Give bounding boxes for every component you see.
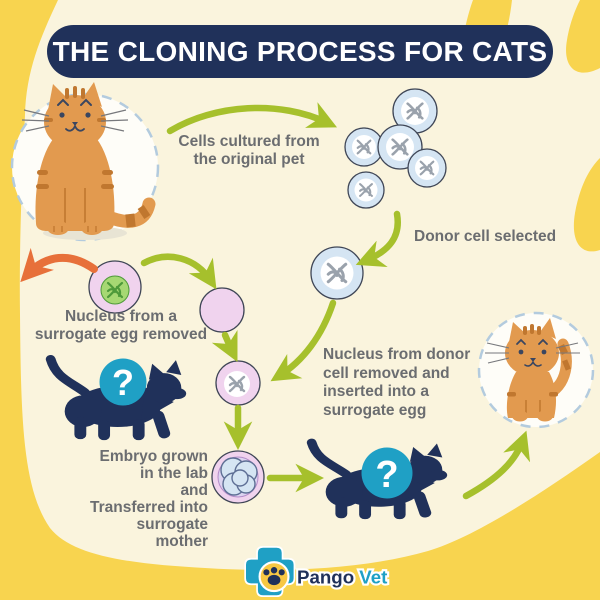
logo-text-vet: Vet <box>359 566 387 587</box>
egg-with-donor-nucleus-icon <box>215 360 261 406</box>
logo-wordmark: Pango Vet <box>297 566 387 587</box>
question-badge <box>99 358 147 406</box>
whiskers <box>21 109 129 132</box>
question-badge <box>361 447 413 499</box>
arrow-cat-to-cells <box>166 102 338 135</box>
arrow-surrogate-to-kitten <box>462 430 531 500</box>
brand-logo: Pango Vet <box>244 546 390 598</box>
label-nucleus-surrogate: Nucleus from a surrogate egg removed <box>34 308 208 343</box>
title-banner: THE CLONING PROCESS FOR CATS <box>47 25 553 78</box>
arrow-cells-to-donor <box>355 210 401 268</box>
arrow-nucleus-removed <box>20 247 98 283</box>
surrogate-cat-1: ? <box>51 359 187 441</box>
question-mark: ? <box>112 362 134 403</box>
arrow-egg-to-enucleated <box>140 253 217 290</box>
label-donor-selected: Donor cell selected <box>414 228 557 245</box>
whiskers <box>485 342 580 364</box>
original-pet-illustration <box>10 82 160 242</box>
label-cells-cultured: Cells cultured from the original pet <box>178 133 320 168</box>
arrow-enucleated-down <box>211 329 238 362</box>
paw-icon <box>263 566 285 586</box>
label-embryo: Embryo grown in the lab and Transferred … <box>90 448 208 551</box>
label-nucleus-donor: Nucleus from donor cell removed and inse… <box>323 346 471 419</box>
cell-cluster-icon <box>344 88 447 209</box>
embryo-icon <box>211 450 265 504</box>
page-title: THE CLONING PROCESS FOR CATS <box>52 35 548 67</box>
cloned-kitten-illustration <box>477 311 595 429</box>
surrogate-cat-2: ? <box>312 443 448 520</box>
flow-arrows <box>140 102 531 500</box>
surrogate-egg-with-nucleus-icon <box>88 260 142 314</box>
arrow-donor-to-egg <box>270 299 337 382</box>
orange-kitten-icon <box>485 318 580 422</box>
question-mark: ? <box>375 454 398 496</box>
logo-text-pango: Pango <box>297 566 354 587</box>
orange-tabby-cat-icon <box>21 82 156 235</box>
donor-cell-icon <box>310 246 364 300</box>
